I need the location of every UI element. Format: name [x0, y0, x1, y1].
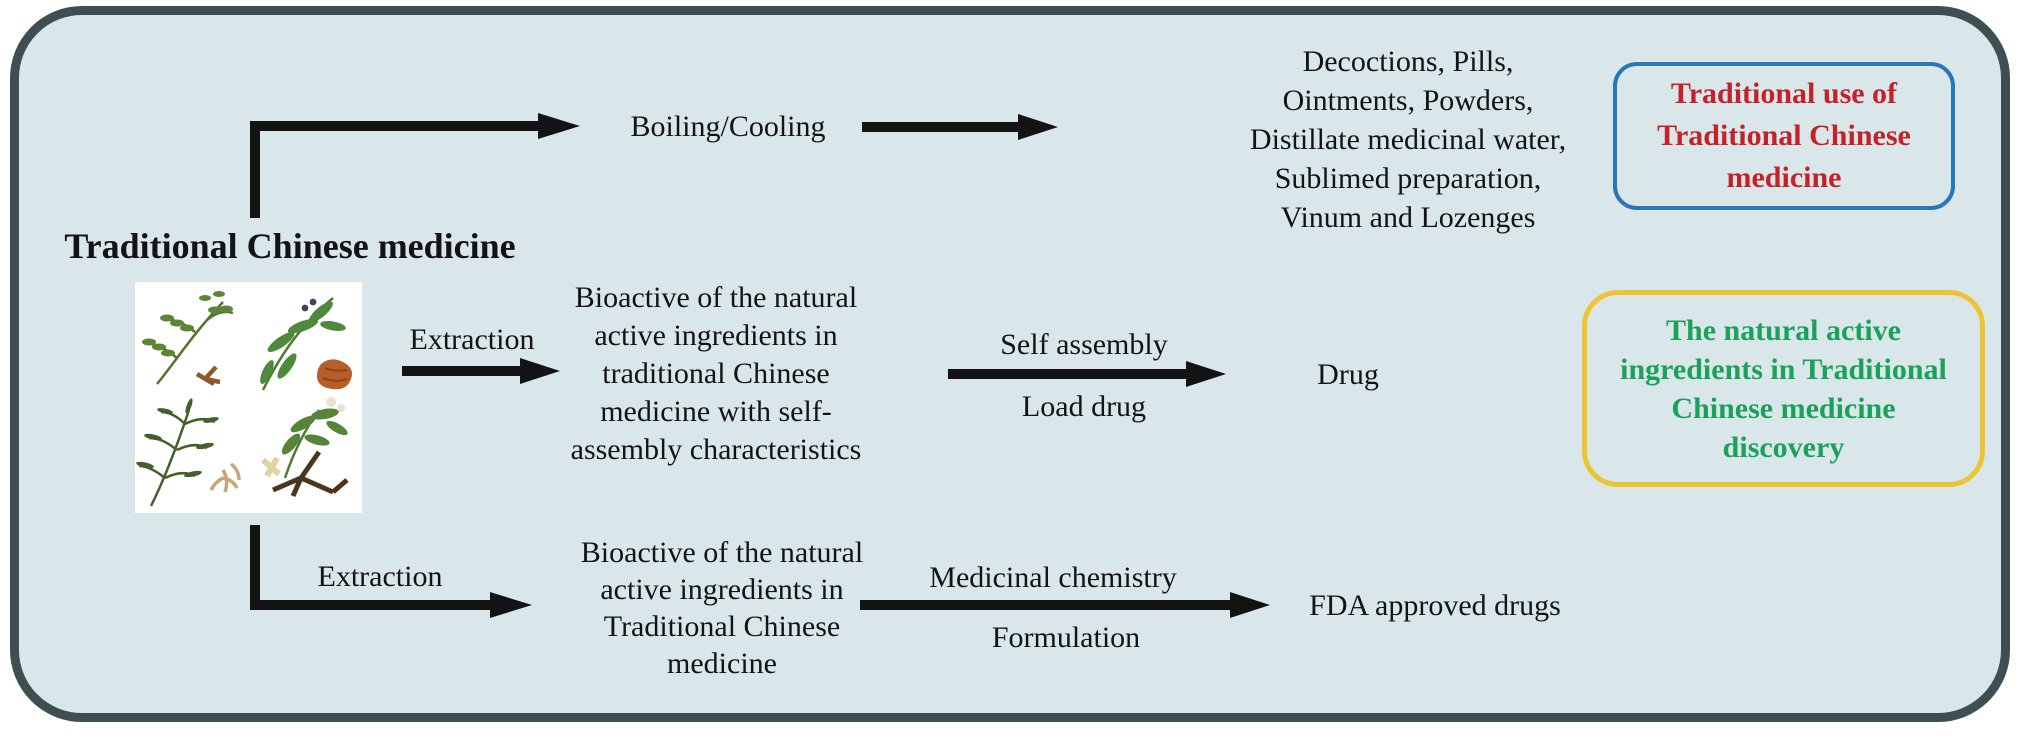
- outcome-box-natural-active: The natural active ingredients in Tradit…: [1582, 290, 1985, 487]
- arrow-bottom-to-fda: [860, 592, 1270, 618]
- elbow-arrow-bottom: [250, 525, 532, 618]
- label-formulation: Formulation: [991, 621, 1141, 654]
- outcome-box-traditional-use-label: Traditional use of Traditional Chinese m…: [1657, 77, 1911, 194]
- label-boiling-cooling: Boiling/Cooling: [630, 110, 826, 143]
- herb-collage-icon: [135, 282, 362, 513]
- arrow-middle-extraction: [402, 358, 560, 384]
- outcome-box-natural-active-label: The natural active ingredients in Tradit…: [1620, 313, 1947, 464]
- label-drug: Drug: [1317, 358, 1379, 391]
- label-bioactive-self-assembly: Bioactive of the natural active ingredie…: [570, 281, 862, 466]
- label-fda-approved-drugs: FDA approved drugs: [1309, 589, 1561, 622]
- source-title: Traditional Chinese medicine: [64, 226, 516, 266]
- herb-collage-image: [135, 282, 362, 513]
- label-self-assembly: Self assembly: [1000, 328, 1168, 361]
- label-medicinal-chemistry: Medicinal chemistry: [929, 561, 1177, 594]
- label-extraction-middle: Extraction: [409, 323, 535, 356]
- label-traditional-preparations: Decoctions, Pills, Ointments, Powders, D…: [1249, 45, 1567, 234]
- arrow-middle-to-drug: [948, 361, 1226, 387]
- elbow-arrow-top: [250, 113, 580, 218]
- label-bioactive-tcm: Bioactive of the natural active ingredie…: [580, 536, 864, 680]
- arrow-top-to-products: [862, 114, 1058, 140]
- label-load-drug: Load drug: [1021, 390, 1147, 423]
- outcome-box-traditional-use: Traditional use of Traditional Chinese m…: [1613, 62, 1955, 210]
- label-extraction-bottom: Extraction: [317, 560, 443, 593]
